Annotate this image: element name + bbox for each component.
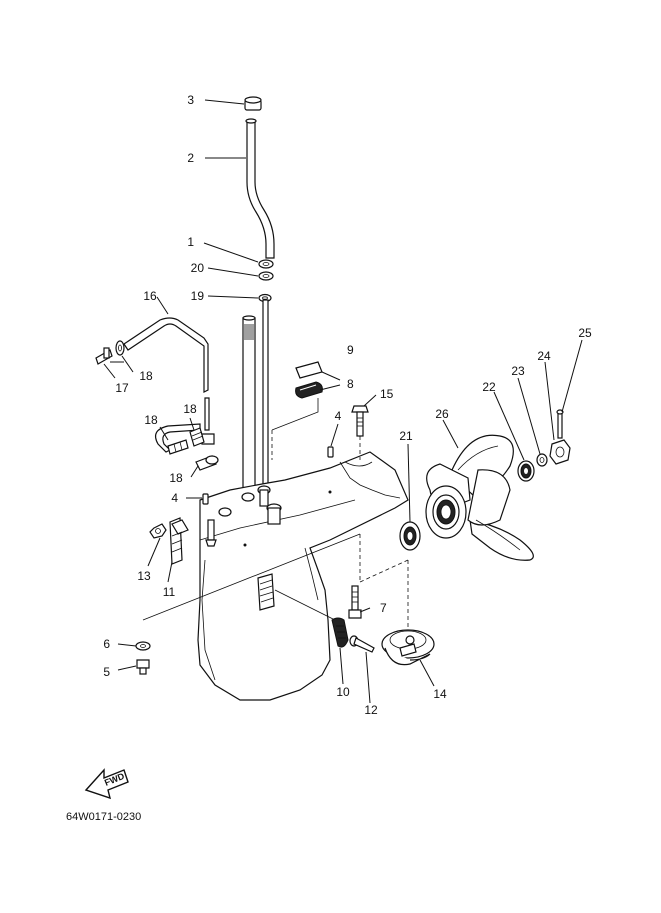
hose-loop: [155, 423, 201, 453]
clamp-18-lower: [195, 455, 219, 471]
callout-18-top: 18: [139, 369, 153, 383]
callout-4-upper: 4: [335, 409, 342, 423]
dowel-pin-upper: [327, 446, 334, 458]
fitting-17: [95, 347, 113, 365]
dowel-pin-lower: [202, 493, 209, 505]
clamp-18-left: [167, 439, 189, 455]
anode-9: [295, 361, 323, 379]
lower-case: [197, 451, 409, 701]
callout-23: 23: [511, 364, 525, 378]
shift-rod: [262, 299, 269, 491]
propeller-26: [425, 434, 534, 561]
clamp-18-mid: [189, 427, 205, 447]
callout-1: 1: [187, 235, 194, 249]
callout-9: 9: [347, 343, 354, 357]
nut-24: [549, 439, 571, 465]
callout-2: 2: [187, 151, 194, 165]
grommet-3: [244, 96, 262, 111]
bolt-12: [349, 635, 375, 653]
washer-23: [536, 453, 548, 467]
hose-16: [123, 317, 215, 445]
callout-16: 16: [143, 289, 157, 303]
spacer-22: [517, 460, 535, 482]
callout-7: 7: [380, 601, 387, 615]
callout-26: 26: [435, 407, 449, 421]
callout-14: 14: [433, 687, 447, 701]
washer-6: [135, 641, 151, 651]
callout-12: 12: [364, 703, 378, 717]
trim-tab-14: [381, 629, 435, 666]
leader-lines: [103, 99, 583, 704]
callout-15: 15: [380, 387, 394, 401]
callout-18-mid: 18: [183, 402, 197, 416]
callout-10: 10: [336, 685, 350, 699]
callout-20: 20: [191, 261, 205, 275]
callout-24: 24: [537, 349, 551, 363]
callout-6: 6: [103, 637, 110, 651]
bolt-7: [348, 585, 362, 619]
water-tube: [245, 118, 275, 259]
callout-25: 25: [578, 326, 592, 340]
callout-19: 19: [191, 289, 205, 303]
callout-8: 8: [347, 377, 354, 391]
drive-shaft: [242, 315, 256, 499]
callout-22: 22: [482, 380, 496, 394]
callout-3: 3: [187, 93, 194, 107]
callout-5: 5: [103, 665, 110, 679]
clamp-18-top: [115, 340, 125, 356]
dashed-center-lines: [142, 430, 409, 630]
nut-13: [149, 523, 167, 539]
anode-10: [331, 617, 349, 648]
bolt-near-shaft: [205, 519, 217, 547]
cotter-pin-25: [556, 409, 564, 439]
callout-18-left: 18: [144, 413, 158, 427]
grommets-1-20-19: [258, 259, 274, 303]
drawing-code: 64W0171-0230: [66, 811, 141, 823]
bracket-11: [169, 517, 189, 565]
callout-4-lower: 4: [171, 491, 178, 505]
callout-17: 17: [115, 381, 129, 395]
anode-8: [295, 381, 323, 399]
thrust-washer-21: [399, 521, 421, 551]
callout-labels: 3 2 1 20 19 16 18 17 18 18 18 4 13 11 6 …: [103, 93, 592, 717]
callout-11: 11: [163, 585, 176, 599]
callout-21: 21: [399, 429, 413, 443]
callout-13: 13: [137, 569, 151, 583]
bolt-15: [351, 405, 369, 437]
bolt-5: [136, 659, 150, 675]
forward-arrow-icon: FWD: [84, 768, 129, 800]
callout-18-lower: 18: [169, 471, 183, 485]
